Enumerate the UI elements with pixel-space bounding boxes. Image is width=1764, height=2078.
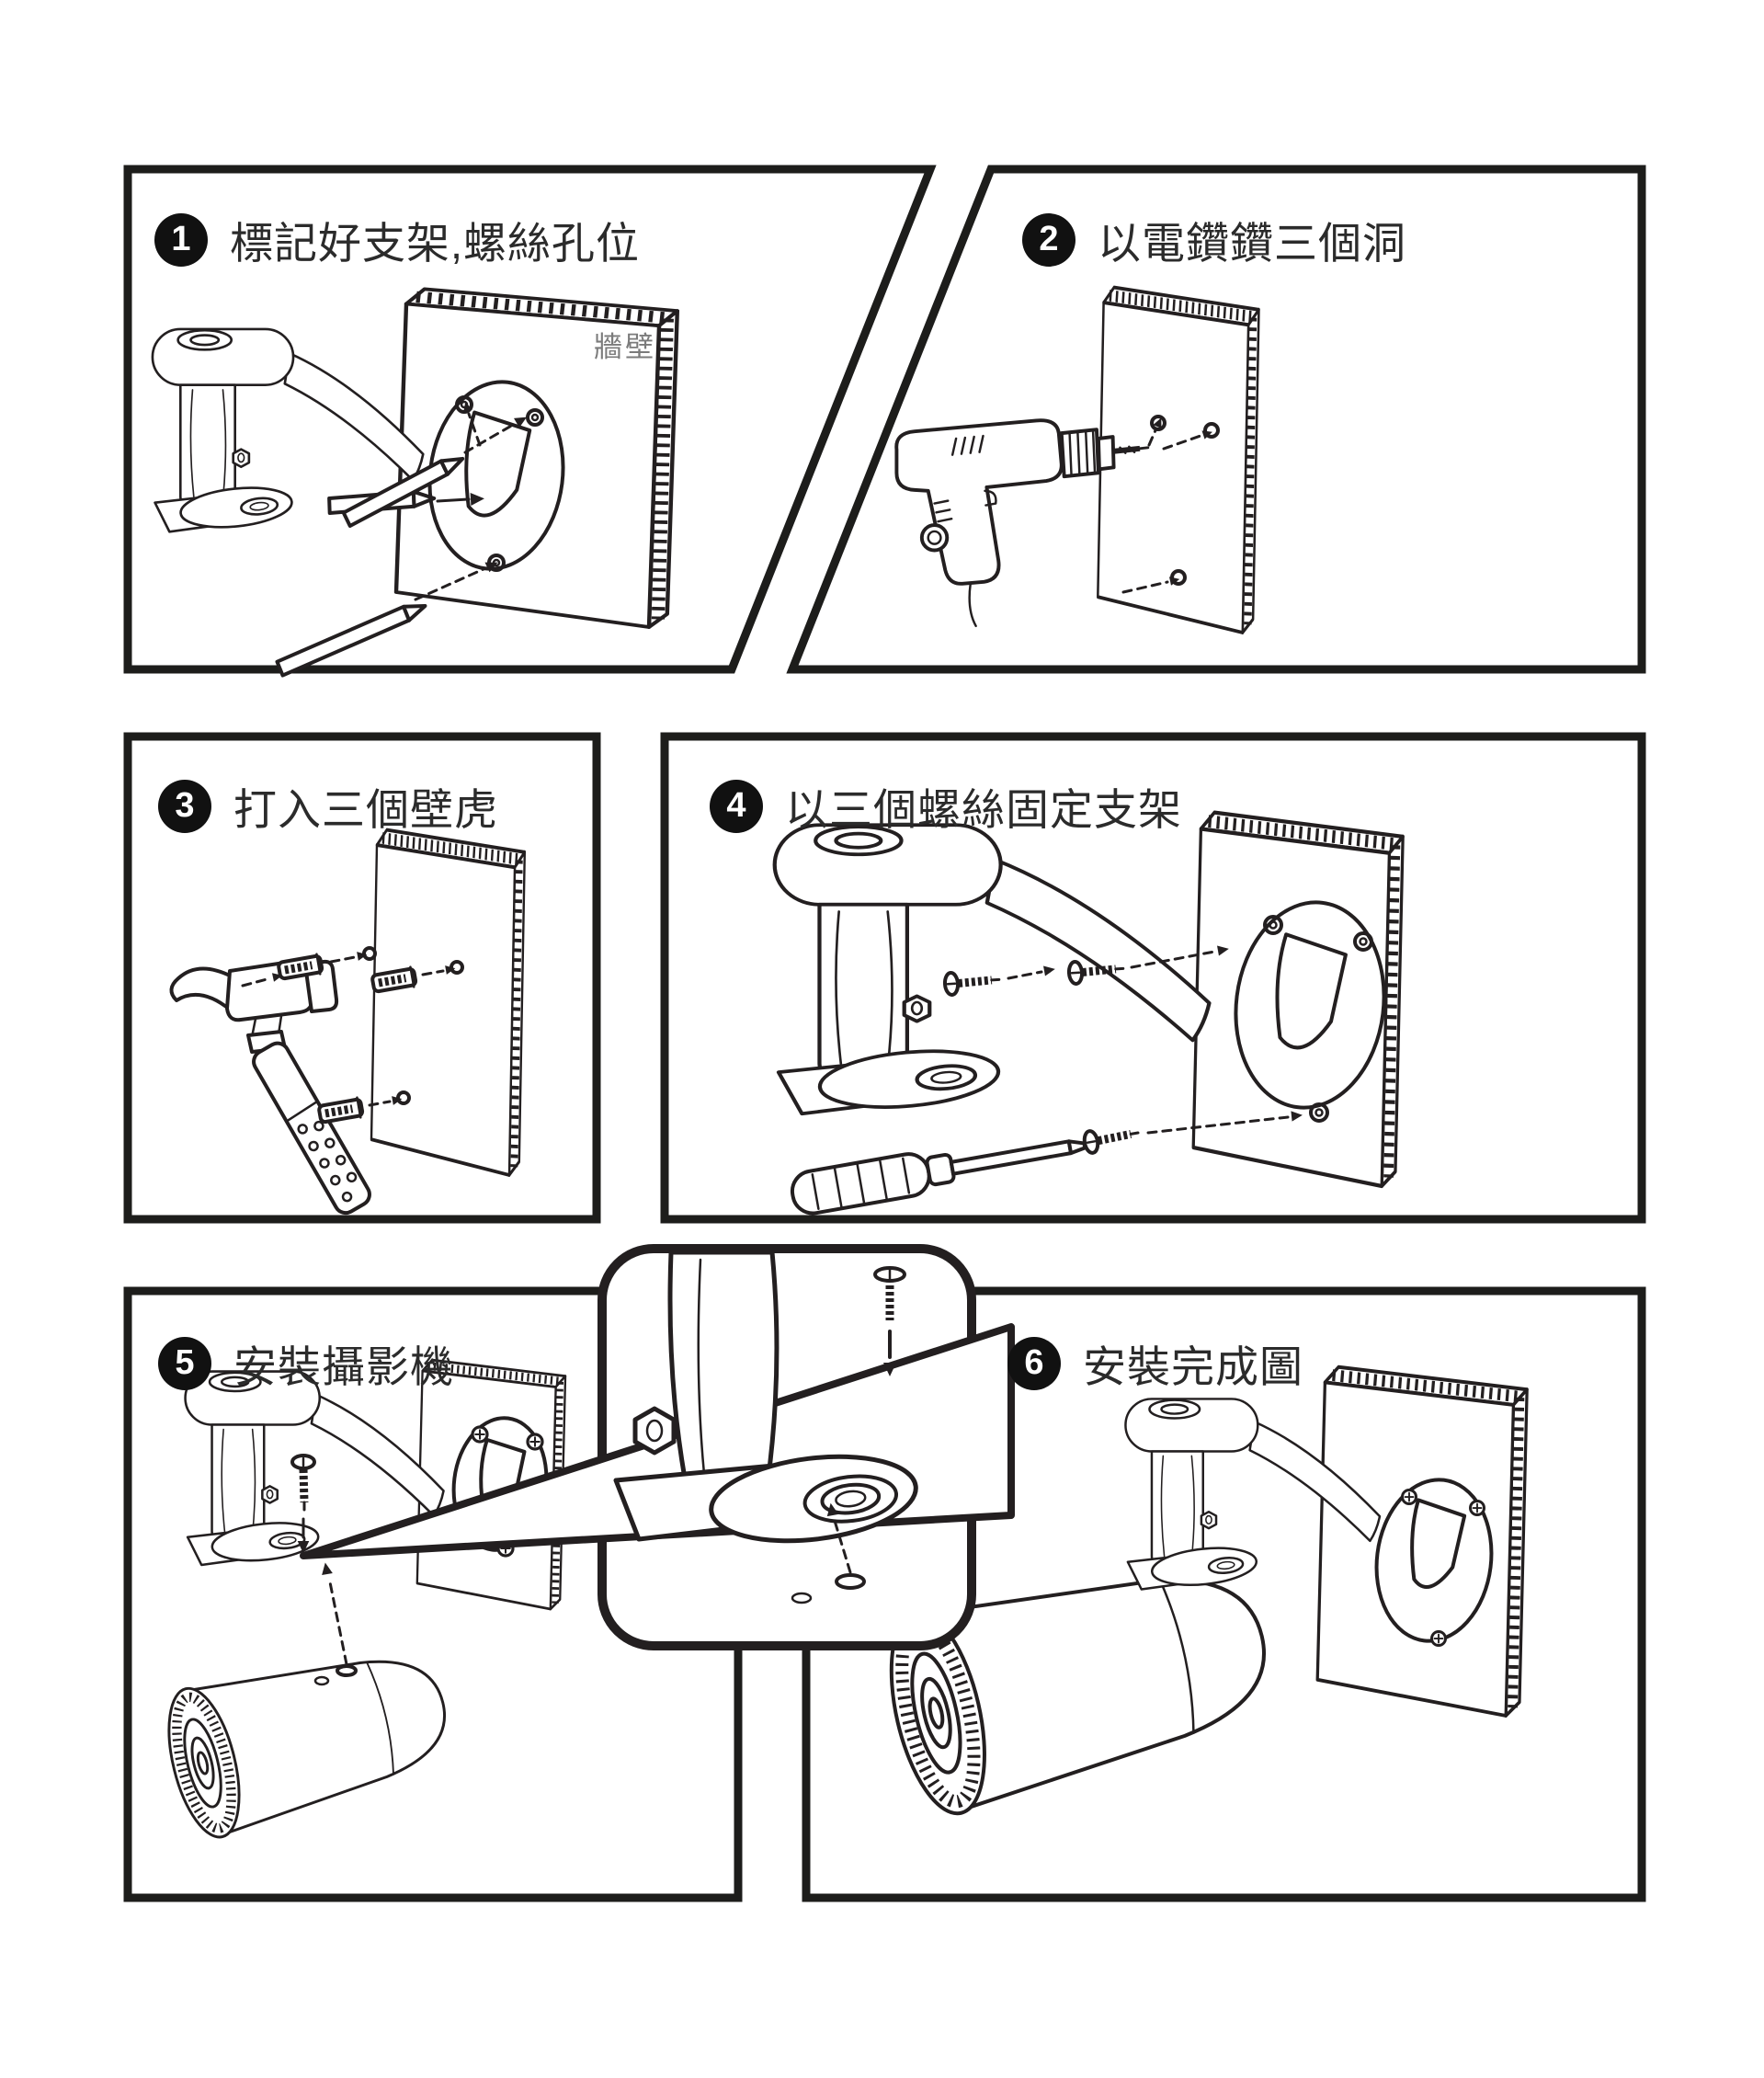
wall-icon — [1098, 288, 1258, 633]
step-3-illustration — [169, 809, 592, 1216]
mounting-plate-icon — [427, 380, 565, 572]
panel-4-frame — [660, 732, 1646, 1224]
step-6-title: 安裝完成圖 — [1083, 1342, 1303, 1391]
panel-1-frame — [123, 165, 937, 674]
pencil-icon — [341, 456, 465, 528]
step-3-badge: 3 — [158, 779, 211, 833]
step-5-header: 5 安裝攝影機 — [158, 1331, 454, 1395]
callout-detail — [300, 1244, 1015, 1650]
screw-icon — [873, 1266, 906, 1378]
step-3-header: 3 打入三個壁虎 — [158, 774, 498, 838]
step-3-title: 打入三個壁虎 — [233, 785, 498, 834]
step-2-illustration — [894, 268, 1636, 669]
wall-icon — [371, 830, 525, 1175]
step-2-title: 以電鑽鑽三個洞 — [1098, 219, 1406, 268]
step-1-title: 標記好支架,螺絲孔位 — [230, 219, 641, 268]
step-2-header: 2 以電鑽鑽三個洞 — [1022, 208, 1406, 271]
step-4-title: 以三個螺絲固定支架 — [785, 785, 1182, 834]
step-1-badge: 1 — [154, 212, 208, 267]
hammer-icon — [169, 959, 371, 1216]
mounting-plate-icon — [1374, 1478, 1494, 1647]
step-2-badge: 2 — [1022, 212, 1075, 267]
mounting-plate-icon — [1234, 900, 1386, 1123]
step-1-header: 1 標記好支架,螺絲孔位 — [154, 208, 640, 271]
pencil-icon — [275, 603, 427, 678]
step-6-header: 6 安裝完成圖 — [1007, 1331, 1303, 1395]
screwdriver-icon — [790, 1139, 1087, 1216]
step-5-badge: 5 — [158, 1336, 211, 1390]
step-4-badge: 4 — [710, 779, 763, 833]
panel-3-frame — [123, 732, 601, 1224]
step-4-illustration — [676, 789, 1639, 1216]
drill-icon — [894, 418, 1150, 628]
step-1-illustration — [151, 268, 726, 678]
wall-label: 牆壁 — [594, 331, 656, 363]
step-6-badge: 6 — [1007, 1336, 1061, 1390]
step-6-illustration — [832, 1344, 1636, 1894]
camera-screw-hole-icon — [336, 1664, 358, 1677]
panel-2-frame — [786, 165, 1646, 674]
step-5-title: 安裝攝影機 — [233, 1342, 454, 1391]
bracket-icon — [775, 825, 1210, 1113]
step-4-header: 4 以三個螺絲固定支架 — [710, 774, 1182, 838]
bracket-base-detail — [613, 1250, 918, 1544]
camera-top-detail — [791, 1500, 866, 1604]
